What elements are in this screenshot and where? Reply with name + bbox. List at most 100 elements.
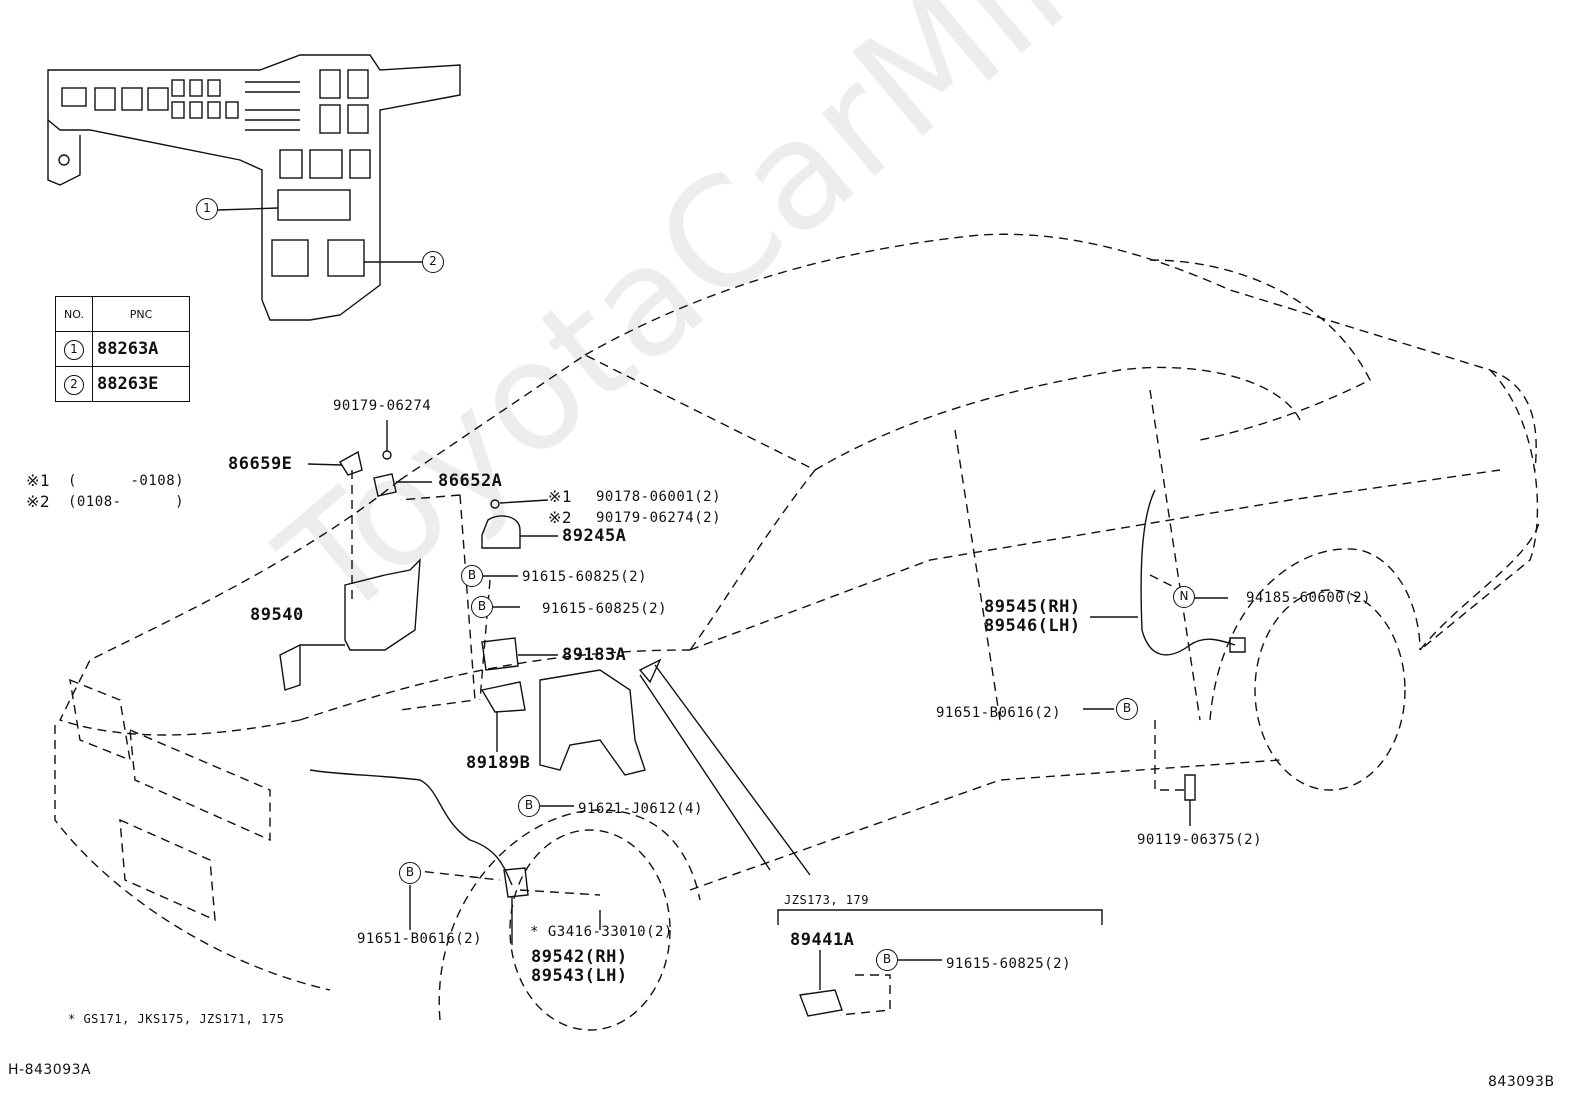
bolt-b-mark: B — [876, 949, 898, 971]
arrow-89441A — [639, 674, 771, 871]
part-89441A-shape — [799, 989, 843, 1017]
part-90178-bolt — [490, 499, 500, 509]
group-box-left — [399, 494, 476, 711]
row-pnc[interactable]: 88263E — [92, 366, 190, 402]
row-pnc[interactable]: 88263A — [92, 331, 190, 367]
part-label-89245A[interactable]: 89245A — [562, 526, 627, 546]
nut-n-mark: N — [1173, 586, 1195, 608]
part-label-89540[interactable]: 89540 — [250, 605, 304, 625]
callout-circle-1: 1 — [196, 198, 218, 220]
dash-94185 — [1149, 574, 1181, 591]
console-shape — [539, 669, 646, 776]
bolt-b-mark: B — [399, 862, 421, 884]
part-label-91615-60825-a[interactable]: 91615-60825(2) — [522, 569, 648, 585]
bolt-b-mark: B — [461, 565, 483, 587]
car-front-bumper — [54, 725, 331, 991]
car-front-fascia — [119, 818, 216, 922]
bracket-hole — [58, 154, 70, 166]
note-mark-2: ※2 — [548, 508, 573, 527]
car-rear-window — [1149, 259, 1371, 441]
bolt-b-mark: B — [518, 795, 540, 817]
leader-90178 — [499, 499, 549, 504]
part-label-89545[interactable]: 89545(RH) — [984, 597, 1081, 617]
part-label-G3416-33010[interactable]: * G3416-33010(2) — [530, 924, 673, 940]
part-89245A-shape — [481, 515, 521, 549]
front-wheel — [509, 829, 671, 1031]
part-89183A-shape — [481, 637, 519, 671]
car-hood-line — [299, 649, 691, 721]
part-label-90119-06375[interactable]: 90119-06375(2) — [1137, 832, 1263, 848]
part-86659E-shape — [339, 450, 363, 476]
jzs-group-label: JZS173, 179 — [784, 893, 869, 907]
part-label-94185-60600[interactable]: 94185-60600(2) — [1246, 590, 1372, 606]
part-89545-wire — [1140, 489, 1236, 656]
part-label-90179-06274-2[interactable]: 90179-06274(2) — [596, 510, 722, 526]
header-pnc-label: PNC — [129, 307, 153, 321]
part-label-91615-60825-b[interactable]: 91615-60825(2) — [542, 601, 668, 617]
junction-box-fuses — [61, 69, 371, 277]
footnote: * GS171, JKS175, JZS171, 175 — [68, 1012, 285, 1026]
row-no-circle: 1 — [64, 340, 84, 360]
part-label-89543[interactable]: 89543(LH) — [531, 966, 628, 986]
header-pnc: PNC — [92, 296, 190, 332]
car-door-line-2 — [1149, 389, 1201, 721]
car-grille — [129, 728, 271, 842]
diagram-code-left: H-843093A — [8, 1062, 92, 1078]
part-89542-sensor — [503, 867, 529, 898]
leader-86659E — [307, 463, 343, 466]
car-door-line-1 — [954, 429, 1001, 721]
note-1-mark: ※1 — [26, 471, 51, 490]
part-label-91621-J0612[interactable]: 91621-J0612(4) — [578, 801, 704, 817]
part-label-91615-60825-c[interactable]: 91615-60825(2) — [946, 956, 1072, 972]
part-90119-bolt — [1184, 774, 1196, 801]
car-roofline-side — [814, 366, 1301, 471]
arrow-89183A — [638, 658, 811, 876]
header-no: NO. — [55, 296, 93, 332]
part-label-89546[interactable]: 89546(LH) — [984, 616, 1081, 636]
junction-box-outline — [47, 54, 461, 321]
part-label-89441A[interactable]: 89441A — [790, 930, 855, 950]
part-89545-sensor — [1229, 637, 1246, 653]
headlamp — [69, 678, 131, 762]
dash-g3416 — [519, 889, 601, 896]
table-row: 1 88263A — [55, 331, 190, 367]
dash-b-left — [409, 869, 501, 881]
front-wheel-arch — [438, 809, 701, 1021]
diagram-code-right: 843093B — [1488, 1074, 1555, 1090]
part-label-89183A[interactable]: 89183A — [562, 645, 627, 665]
bolt-b-mark: B — [471, 596, 493, 618]
note-2-mark: ※2 — [26, 492, 51, 511]
note-1-range: ( -0108) — [68, 473, 185, 489]
part-label-89542[interactable]: 89542(RH) — [531, 947, 628, 967]
part-label-86659E[interactable]: 86659E — [228, 454, 293, 474]
part-label-91651-B0616-left[interactable]: 91651-B0616(2) — [357, 931, 483, 947]
part-86652A-shape — [373, 473, 397, 497]
dash-90119 — [1154, 720, 1185, 791]
junction-box-bracket — [47, 120, 81, 186]
part-label-90178-06001[interactable]: 90178-06001(2) — [596, 489, 722, 505]
jzs-group-bracket — [777, 909, 1103, 925]
part-89540-shape — [279, 558, 421, 691]
car-rocker — [689, 759, 1281, 891]
dash-89441 — [839, 974, 891, 1016]
callout-leader-1 — [217, 207, 279, 211]
car-rear-end — [1419, 369, 1539, 651]
pnc-table: NO. PNC 1 88263A 2 88263E — [55, 296, 190, 402]
table-row: 2 88263E — [55, 366, 190, 402]
car-rear-bumper — [1419, 519, 1541, 651]
part-label-89189B[interactable]: 89189B — [466, 753, 531, 773]
junction-box-fuse-rows — [245, 81, 300, 131]
rear-wheel — [1254, 589, 1406, 791]
part-89542-wire — [309, 769, 513, 886]
car-hood-outline — [59, 479, 401, 736]
pnc-table-header: NO. PNC — [55, 296, 190, 332]
part-89189B-shape — [480, 681, 526, 713]
part-label-90179-06274[interactable]: 90179-06274 — [333, 398, 432, 414]
part-90179-bolt — [382, 450, 392, 460]
note-mark-1: ※1 — [548, 487, 573, 506]
part-label-86652A[interactable]: 86652A — [438, 471, 503, 491]
car-beltline — [689, 469, 1501, 651]
part-label-91651-B0616-right[interactable]: 91651-B0616(2) — [936, 705, 1062, 721]
row-no-circle: 2 — [64, 375, 84, 395]
